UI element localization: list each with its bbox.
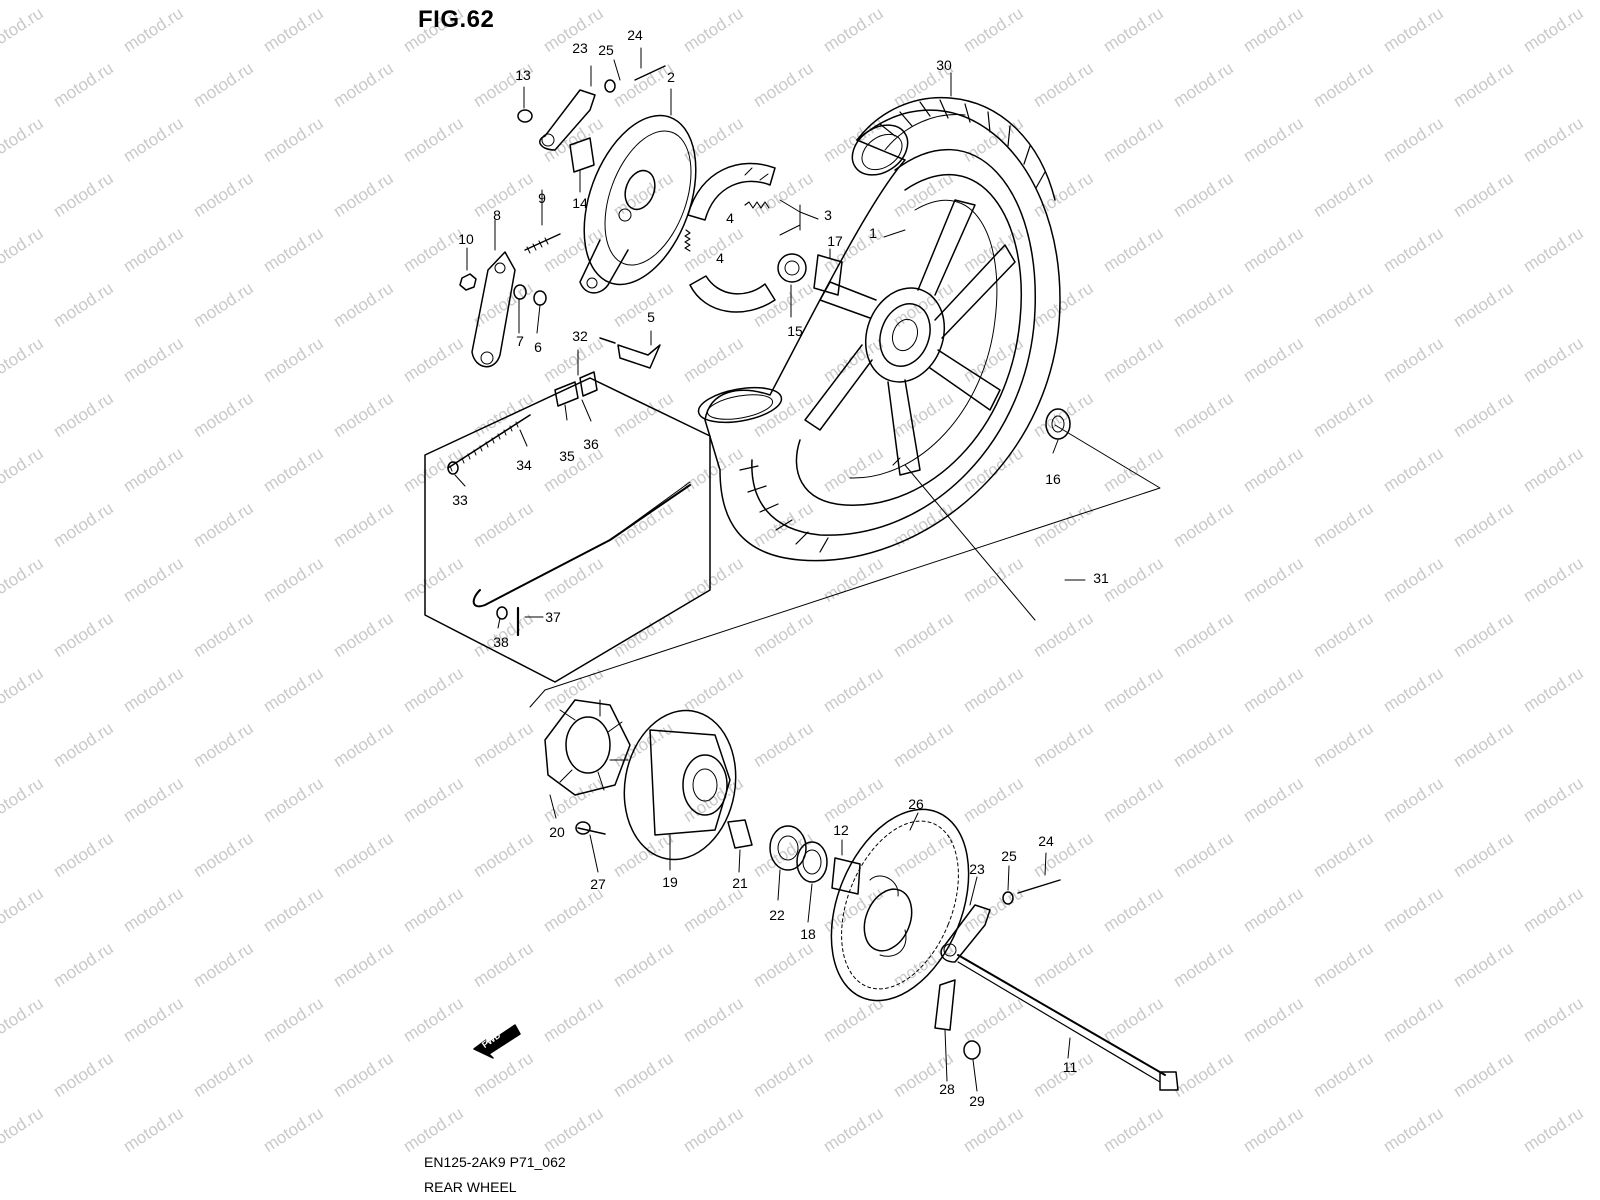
leader-lines [454, 47, 1161, 1092]
callout-4b: 4 [716, 250, 724, 266]
callout-38: 38 [493, 634, 509, 650]
brake-cam [599, 337, 661, 369]
callout-11: 11 [1062, 1059, 1078, 1075]
callout-23a: 23 [572, 40, 588, 56]
callout-2: 2 [667, 69, 675, 85]
callout-25b: 25 [1001, 848, 1017, 864]
callout-24a: 24 [627, 27, 643, 43]
callout-6: 6 [534, 339, 542, 355]
callout-37: 37 [545, 609, 561, 625]
callout-33: 33 [452, 492, 468, 508]
brake-shoes [684, 162, 776, 313]
callout-14: 14 [572, 195, 588, 211]
callout-34: 34 [516, 457, 532, 473]
rear-tire [697, 96, 1061, 562]
wheel-rim [795, 174, 1022, 506]
callout-12: 12 [833, 822, 849, 838]
callout-32: 32 [572, 328, 588, 344]
callout-28: 28 [939, 1081, 955, 1097]
sprocket-hub [623, 709, 737, 861]
callout-27: 27 [590, 876, 606, 892]
figure-code: EN125-2AK9 P71_062 [424, 1154, 566, 1170]
callout-36: 36 [583, 436, 599, 452]
callout-30: 30 [936, 57, 952, 73]
callout-4a: 4 [726, 210, 734, 226]
callout-18: 18 [800, 926, 816, 942]
fwd-arrow-icon [473, 1024, 521, 1059]
callout-1: 1 [869, 225, 877, 241]
callout-7: 7 [516, 333, 524, 349]
inset-box-32 [424, 349, 711, 683]
callout-10: 10 [458, 231, 474, 247]
callout-25a: 25 [598, 42, 614, 58]
brake-panel [579, 114, 697, 294]
callout-5: 5 [647, 309, 655, 325]
callout-3: 3 [824, 207, 832, 223]
bearing-group-upper [777, 253, 1071, 440]
callout-13: 13 [515, 67, 531, 83]
callout-17: 17 [827, 233, 843, 249]
callout-16: 16 [1045, 471, 1061, 487]
callout-22: 22 [769, 907, 785, 923]
callout-29: 29 [969, 1093, 985, 1109]
callout-21: 21 [732, 875, 748, 891]
callout-23b: 23 [969, 861, 985, 877]
callout-24b: 24 [1038, 833, 1054, 849]
hub-small-parts [575, 819, 861, 895]
callout-19: 19 [662, 874, 678, 890]
callout-20: 20 [549, 824, 565, 840]
callout-35: 35 [559, 448, 575, 464]
figure-name: REAR WHEEL [424, 1179, 517, 1195]
callout-26: 26 [908, 796, 924, 812]
axle-group [934, 879, 1179, 1091]
cush-drive-damper [544, 699, 631, 796]
callout-8: 8 [493, 207, 501, 223]
figure-title: FIG.62 [418, 6, 495, 33]
torque-arm-group [459, 65, 666, 368]
callout-31: 31 [1093, 570, 1109, 586]
callout-9: 9 [538, 190, 546, 206]
callout-15: 15 [787, 323, 803, 339]
